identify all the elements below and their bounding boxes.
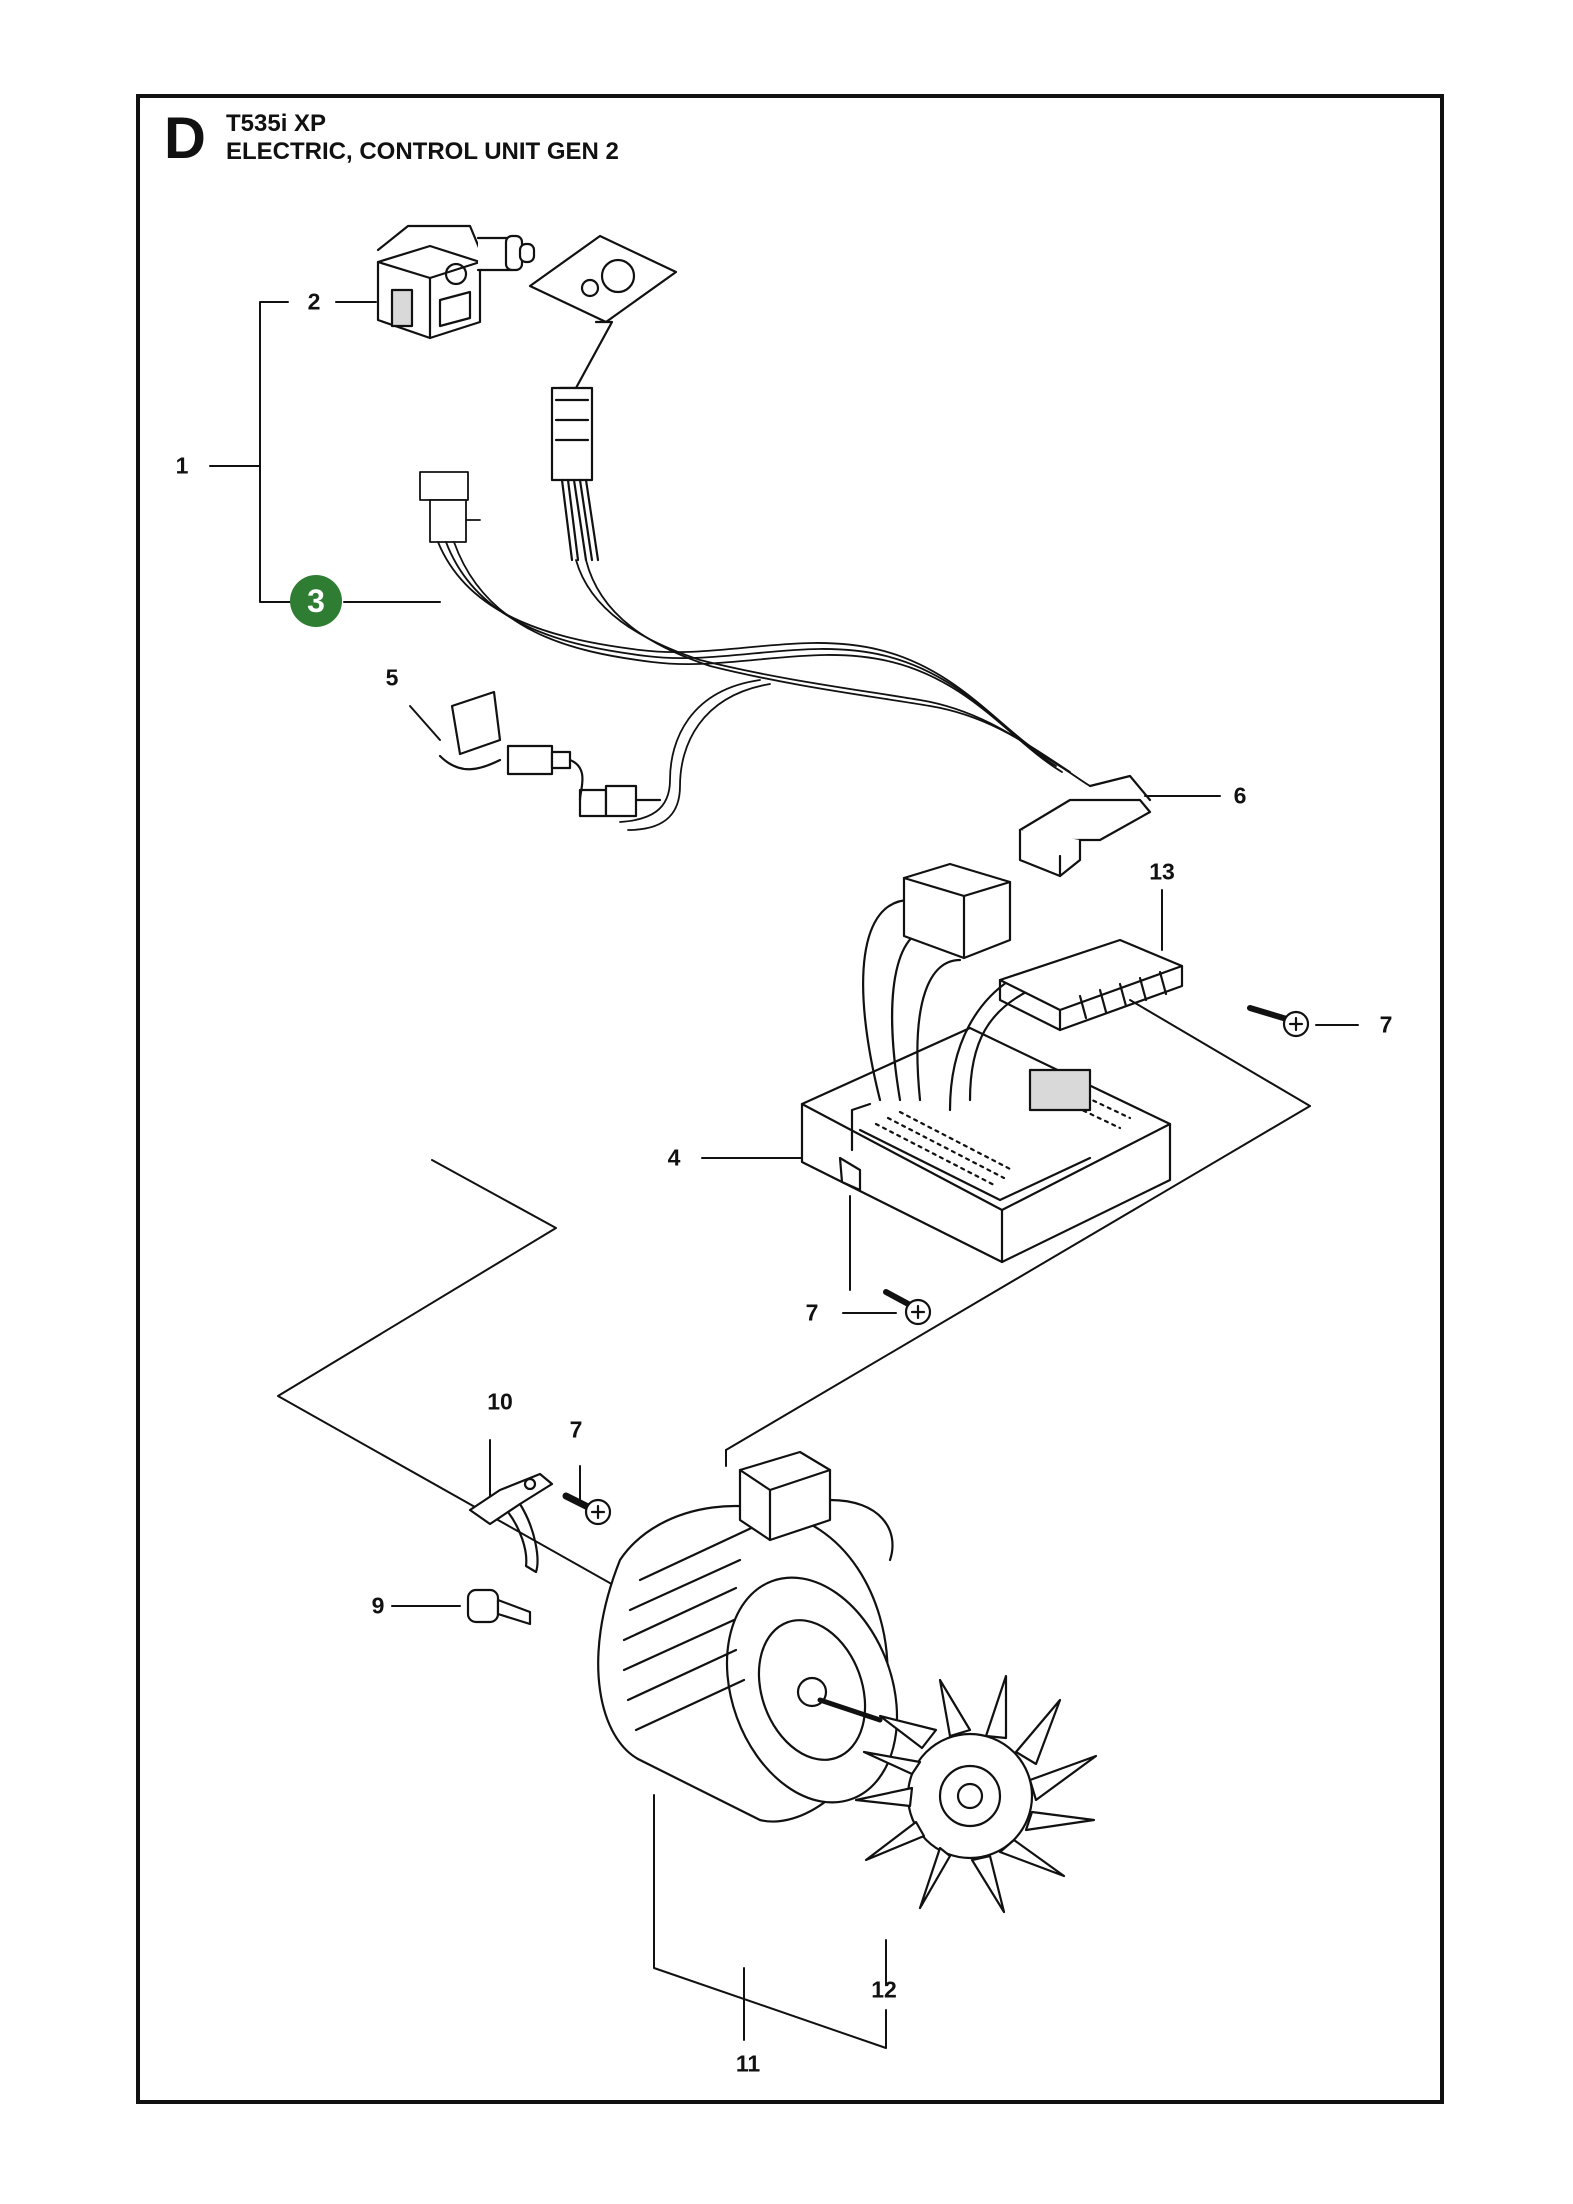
callout-4[interactable]: 4: [667, 1144, 681, 1171]
callout-2[interactable]: 2: [307, 288, 321, 315]
callout-9[interactable]: 9: [371, 1592, 385, 1619]
callout-7-lower[interactable]: 7: [569, 1416, 583, 1443]
callout-13[interactable]: 13: [1149, 858, 1175, 885]
clamp-part-10: [468, 1472, 554, 1574]
callout-7-middle[interactable]: 7: [805, 1299, 819, 1326]
switch-unit-part-2: [376, 224, 536, 340]
diagram-title: ELECTRIC, CONTROL UNIT GEN 2: [226, 138, 619, 165]
membrane-flex-cable: [528, 234, 678, 562]
model-name: T535i XP: [226, 110, 327, 137]
bolt-part-9: [466, 1588, 532, 1626]
callout-5[interactable]: 5: [385, 664, 399, 691]
callout-6[interactable]: 6: [1233, 782, 1247, 809]
fan-part-12: [854, 1674, 1098, 1914]
screw-part-7-lower: [562, 1492, 612, 1526]
leader-lines: [209, 301, 1359, 2049]
section-letter: D: [164, 106, 206, 171]
motor-part-11: [597, 1450, 899, 1823]
highlight-badge-3[interactable]: 3: [290, 575, 342, 627]
main-connector-part-6: [1018, 774, 1152, 878]
callout-10[interactable]: 10: [487, 1388, 513, 1415]
callout-1[interactable]: 1: [175, 452, 189, 479]
connector-part-5: [438, 690, 662, 818]
wire-harness-part-3: [419, 471, 1091, 831]
callout-12[interactable]: 12: [871, 1976, 897, 2003]
diagram-frame: [136, 94, 1444, 2104]
callout-11[interactable]: 11: [735, 2050, 761, 2077]
screw-part-7-middle: [883, 1289, 932, 1326]
screw-part-7-upper: [1247, 1005, 1310, 1038]
control-unit-part-4: [800, 862, 1172, 1264]
terminal-block-part-13: [998, 938, 1184, 1032]
callout-7-upper[interactable]: 7: [1379, 1011, 1393, 1038]
